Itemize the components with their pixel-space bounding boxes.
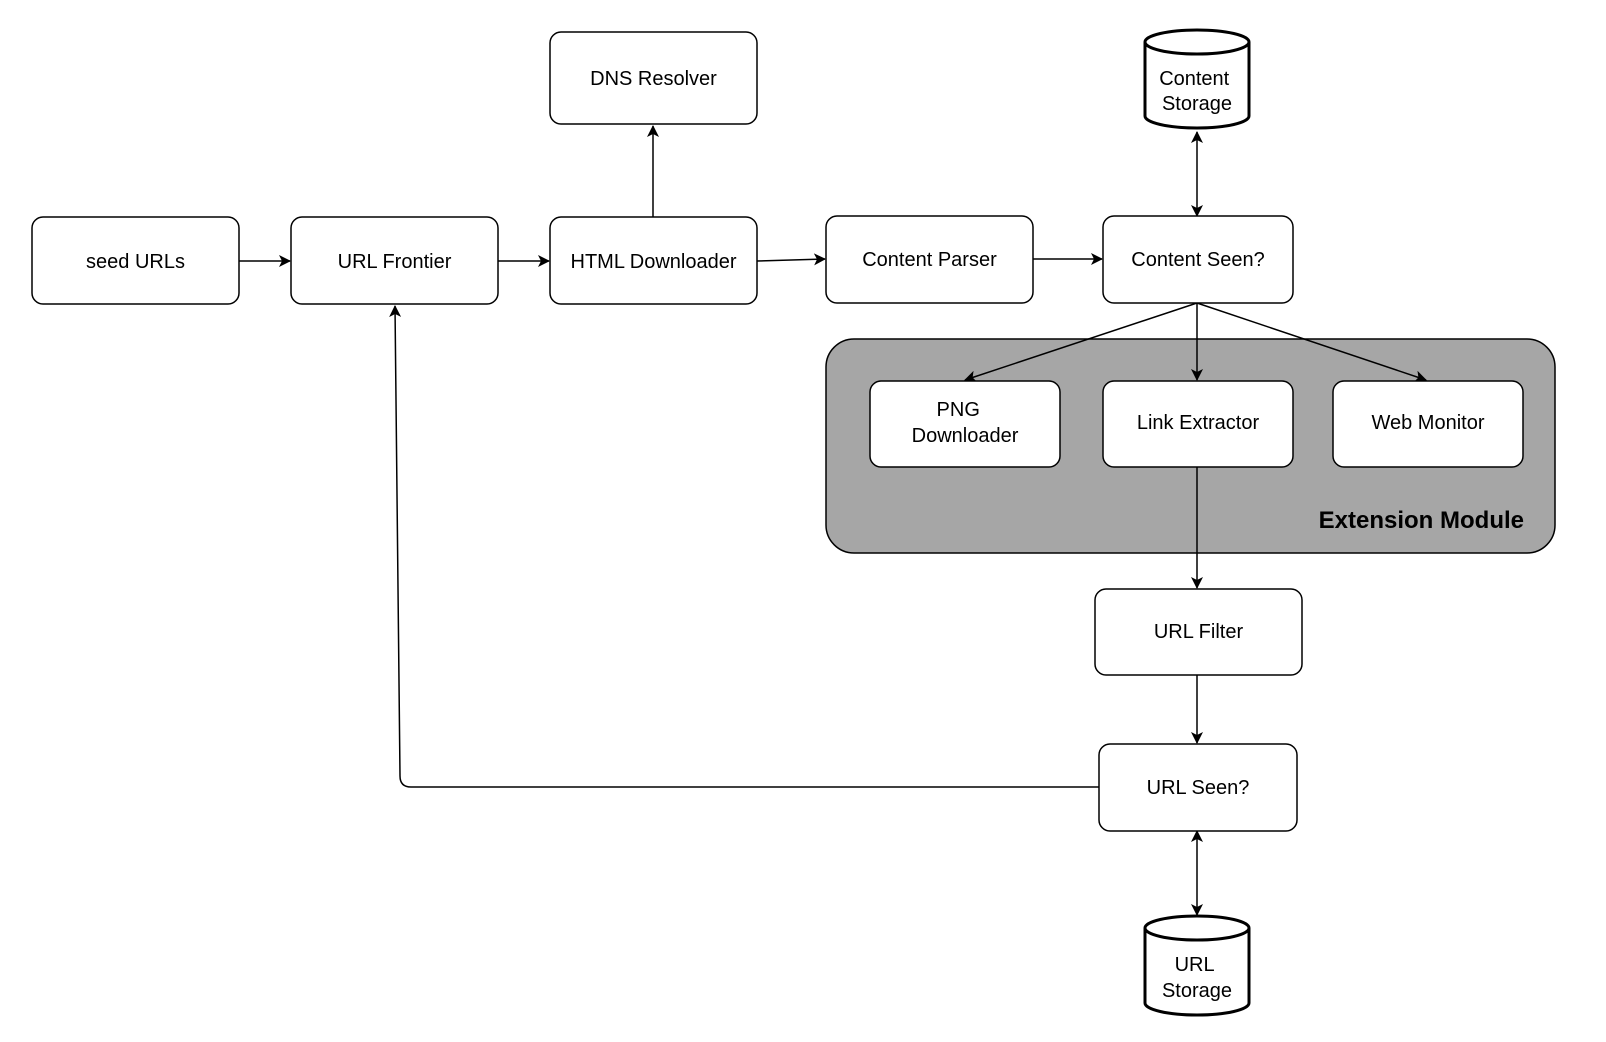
png-downloader-label-line1: PNG — [937, 399, 980, 421]
dns-resolver-node[interactable]: DNS Resolver — [549, 31, 758, 125]
content-storage-label-line2: Storage — [1162, 93, 1232, 115]
url-frontier-node[interactable]: URL Frontier — [290, 216, 499, 305]
url-frontier-label: URL Frontier — [338, 251, 452, 273]
url-storage-cylinder-body — [1143, 928, 1251, 1017]
seed-urls-label: seed URLs — [86, 251, 185, 273]
extension-module-label: Extension Module — [1319, 507, 1524, 534]
url-seen-label: URL Seen? — [1147, 777, 1250, 799]
content-seen-node[interactable]: Content Seen? — [1102, 215, 1294, 304]
url-filter-label: URL Filter — [1154, 621, 1244, 643]
link-extractor-node[interactable]: Link Extractor — [1102, 380, 1294, 468]
content-storage-node[interactable]: Content Storage — [1143, 28, 1251, 130]
url-storage-cylinder-top — [1143, 914, 1251, 942]
content-storage-label: Content Storage — [1159, 68, 1235, 115]
edge-content-seen-to-png — [964, 302, 1198, 383]
content-seen-label: Content Seen? — [1131, 249, 1264, 271]
url-storage-label-line1: URL — [1175, 954, 1215, 976]
link-extractor-label: Link Extractor — [1137, 412, 1260, 434]
edge-content-seen-to-web-monitor — [1196, 302, 1427, 383]
edges — [239, 125, 1427, 916]
png-downloader-label-line2: Downloader — [912, 425, 1019, 447]
web-monitor-node[interactable]: Web Monitor — [1332, 380, 1524, 468]
png-downloader-node[interactable]: PNG Downloader — [869, 380, 1061, 468]
seed-urls-node[interactable]: seed URLs — [31, 216, 240, 305]
html-downloader-label: HTML Downloader — [571, 251, 737, 273]
content-storage-cylinder-body — [1143, 42, 1251, 130]
edge-url-seen-to-frontier — [389, 305, 1099, 788]
url-seen-node[interactable]: URL Seen? — [1098, 743, 1298, 832]
content-storage-label-line1: Content — [1159, 68, 1229, 90]
url-storage-label-line2: Storage — [1162, 980, 1232, 1002]
url-filter-node[interactable]: URL Filter — [1094, 588, 1303, 676]
content-parser-node[interactable]: Content Parser — [825, 215, 1034, 304]
png-downloader-label: PNG Downloader — [912, 399, 1019, 447]
html-downloader-node[interactable]: HTML Downloader — [549, 216, 758, 305]
dns-resolver-label: DNS Resolver — [590, 68, 717, 90]
web-monitor-label: Web Monitor — [1371, 412, 1484, 434]
url-storage-label: URL Storage — [1162, 954, 1232, 1002]
content-storage-cylinder-top — [1143, 28, 1251, 56]
url-storage-node[interactable]: URL Storage — [1143, 914, 1251, 1017]
content-parser-label: Content Parser — [862, 249, 997, 271]
edge-downloader-to-parser — [756, 253, 826, 266]
